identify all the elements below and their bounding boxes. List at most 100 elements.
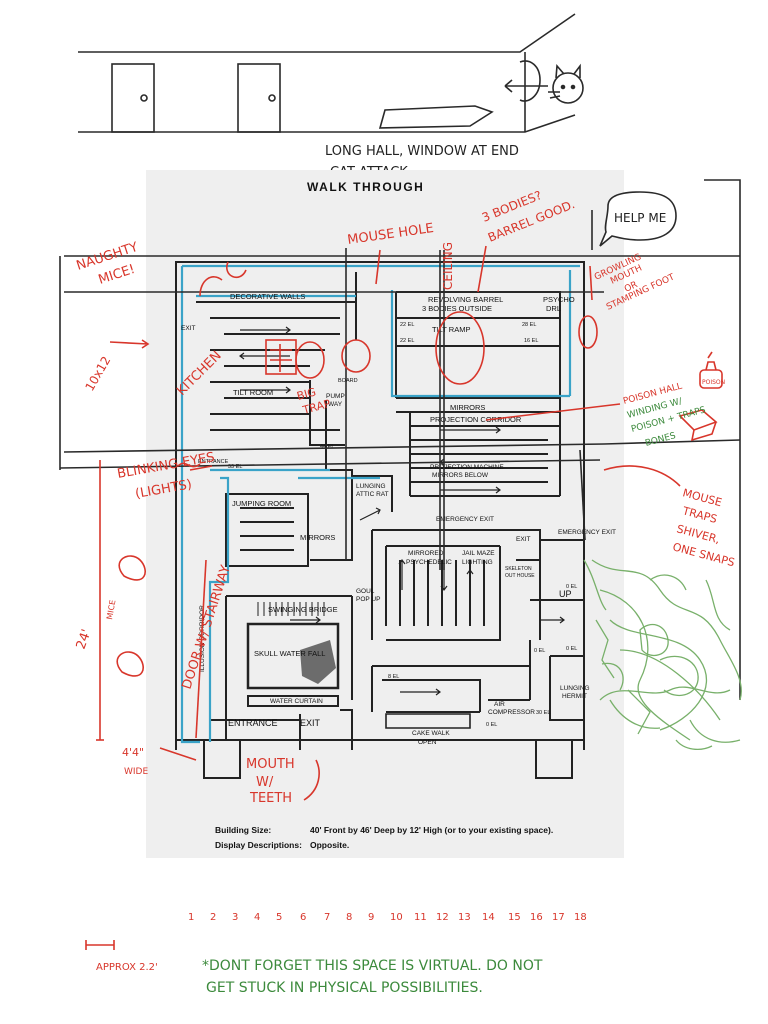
note-poison-bottle: POISON	[702, 379, 725, 386]
room-skeleton-sub: OUT HOUSE	[505, 573, 535, 579]
scale-number: 9	[368, 912, 374, 923]
note-bones: BONES	[644, 431, 677, 449]
scale-number: 4	[254, 912, 260, 923]
scale-number: 16	[530, 912, 543, 923]
hallway-sketch	[78, 13, 584, 133]
note-virtual-space-2: GET STUCK IN PHYSICAL POSSIBILITIES.	[206, 980, 483, 996]
plan-title: WALK THROUGH	[307, 180, 424, 194]
note-one-snaps: ONE SNAPS	[671, 540, 736, 569]
building-size-label: Building Size:	[215, 825, 271, 835]
room-swinging-bridge: SWINGING BRIDGE	[268, 605, 338, 614]
scale-number: 5	[276, 912, 282, 923]
room-air-compressor: AIR	[494, 701, 505, 708]
hall-rug	[378, 105, 494, 129]
scale-number: 15	[508, 912, 521, 923]
note-teeth: TEETH	[249, 791, 292, 806]
room-skeleton: SKELETON	[505, 566, 532, 572]
room-pump-way: PUMP	[326, 393, 345, 400]
room-water-curtain: WATER CURTAIN	[270, 698, 323, 705]
room-goul-pop-up-sub: POP UP	[356, 596, 380, 603]
room-tilt-room: TILT ROOM	[233, 388, 273, 397]
room-lunging-attic-rat-sub: ATTIC RAT	[356, 491, 389, 498]
note-size: 10x12	[82, 354, 113, 394]
scale-number: 8	[346, 912, 352, 923]
building-outline	[175, 261, 585, 750]
scale-number: 12	[436, 912, 449, 923]
scale-number: 6	[300, 912, 306, 923]
help-me-bubble	[599, 191, 677, 247]
note-dimension: 4'4"	[122, 746, 144, 759]
elevation-label: 33 EL	[228, 464, 242, 470]
room-jumping-room: JUMPING ROOM	[232, 499, 291, 508]
room-exit-right: EXIT	[516, 536, 530, 543]
scale-number: 17	[552, 912, 565, 923]
elevation-label: 44 EL	[320, 444, 334, 450]
blue-route-walls	[180, 264, 580, 744]
room-mirrors-mid: MIRRORS	[300, 533, 335, 542]
room-cake-walk: CAKE WALK	[412, 730, 450, 737]
room-emergency-exit-2: EMERGENCY EXIT	[558, 529, 616, 536]
note-dimension-wide: WIDE	[124, 767, 148, 777]
elevation-label: 22 EL	[400, 322, 414, 328]
scale-number: 14	[482, 912, 495, 923]
room-revolving-barrel-sub: 3 BODIES OUTSIDE	[422, 304, 492, 313]
elevation-label: 22 EL	[400, 338, 414, 344]
note-traps: TRAPS	[680, 504, 718, 526]
note-virtual-space-1: *DONT FORGET THIS SPACE IS VIRTUAL. DO N…	[202, 958, 543, 974]
display-desc-value: Opposite.	[310, 840, 349, 850]
room-emergency-exit-1: EMERGENCY EXIT	[436, 516, 494, 523]
room-mirrors-top: MIRRORS	[450, 403, 485, 412]
room-exit-bottom: EXIT	[300, 718, 321, 728]
elevation-label: 8 EL	[388, 674, 399, 680]
skull-waterfall-art	[300, 640, 336, 684]
building-size-value: 40' Front by 46' Deep by 12' High (or to…	[310, 825, 553, 835]
room-jail-maze: JAIL MAZE	[462, 550, 495, 557]
room-projection-machine: PROJECTION MACHINE	[430, 464, 504, 471]
scale-number: 18	[574, 912, 587, 923]
room-exit-top: EXIT	[181, 325, 195, 332]
elevation-label: 30 EL	[536, 710, 550, 716]
elevation-label: 16 EL	[524, 338, 538, 344]
room-pump-way-sub: WAY	[328, 401, 343, 408]
scale-number: 1	[188, 912, 194, 923]
interior-walls	[196, 272, 584, 779]
cat-icon	[548, 63, 584, 104]
scale-number: 3	[232, 912, 238, 923]
room-up: UP	[559, 589, 572, 599]
display-desc-label: Display Descriptions:	[215, 840, 302, 850]
room-open: OPEN	[418, 739, 437, 746]
elevation-label: 28 EL	[522, 322, 536, 328]
room-psycho-sub: DRL	[546, 304, 561, 313]
room-air-compressor-sub: COMPRESSOR	[488, 709, 535, 716]
scale-number: 10	[390, 912, 403, 923]
help-me-text: HELP ME	[614, 211, 666, 225]
elevation-label: 0 EL	[566, 584, 577, 590]
room-decorative-walls: DECORATIVE WALLS	[230, 292, 305, 301]
elevation-label: 0 EL	[566, 646, 577, 652]
scale-numbers: 1 2 3 4 5 6 7 8 9 10 11 12 13 14 15 16 1…	[188, 912, 587, 923]
room-lunging-attic-rat: LUNGING	[356, 483, 386, 490]
room-illusion-corridor: ILLUSION CORRIDOR	[199, 605, 206, 672]
hall-door-2	[237, 63, 281, 133]
black-hallway-overlay	[59, 179, 741, 700]
red-sketch-marks	[85, 245, 723, 950]
room-projection-machine-sub: MIRRORS BELOW	[432, 472, 489, 479]
room-entrance: ENTRANCE	[228, 718, 278, 728]
room-lunging-hermit: LUNGING	[560, 685, 590, 692]
room-goul-pop-up: GOUL	[356, 588, 375, 595]
note-approx: APPROX 2.2'	[96, 962, 158, 973]
hall-door-1	[111, 63, 155, 133]
note-big: BIG	[295, 385, 317, 403]
room-psychedelic: PSYCHEDELIC	[406, 559, 452, 566]
room-psycho: PSYCHO	[543, 295, 575, 304]
room-revolving-barrel: REVOLVING BARREL	[428, 295, 503, 304]
note-with: W/	[256, 775, 274, 790]
elevation-label: 0 EL	[534, 648, 545, 654]
hall-label: LONG HALL, WINDOW AT END	[325, 144, 519, 159]
plan-scan-background	[146, 170, 624, 858]
note-mice-label: MICE	[105, 599, 117, 620]
scale-number: 11	[414, 912, 427, 923]
room-board: BOARD	[338, 378, 358, 384]
note-height: 24'	[74, 627, 95, 651]
